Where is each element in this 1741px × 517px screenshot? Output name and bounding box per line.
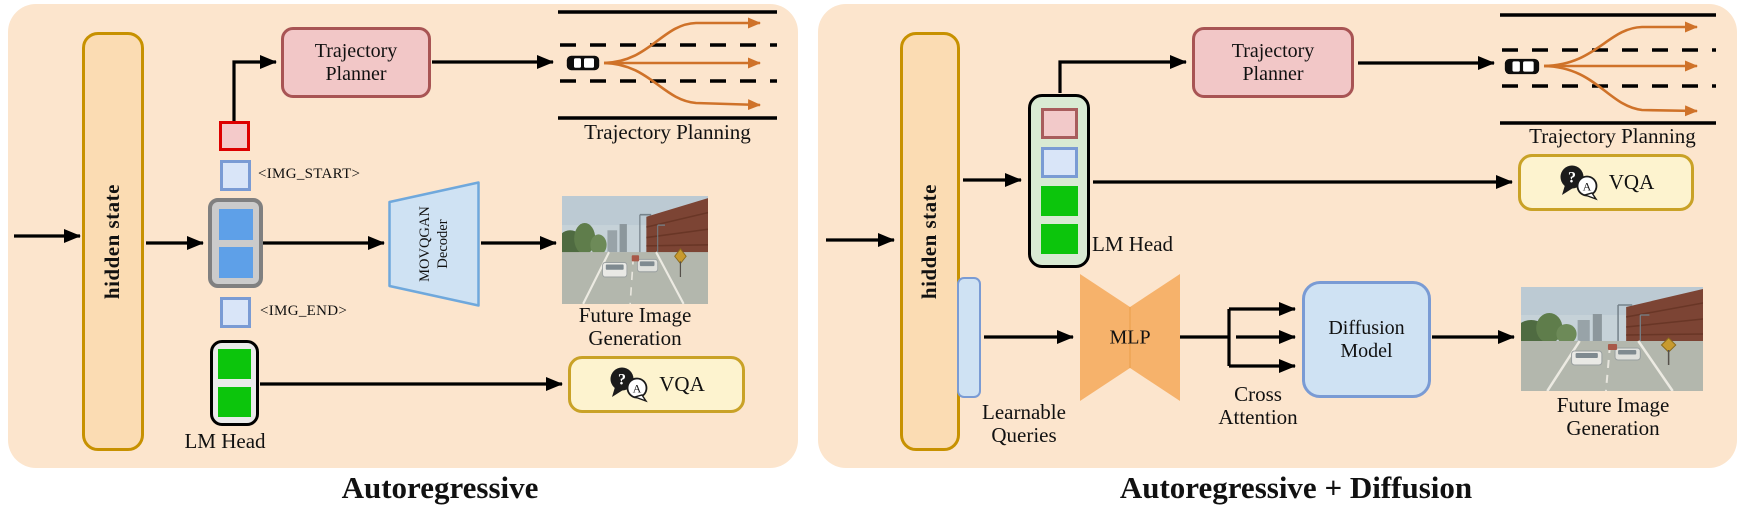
img-end-token — [220, 297, 251, 328]
question-mark: ? — [618, 372, 626, 389]
text-token — [218, 349, 251, 379]
trajectory-planner-label: Trajectory Planner — [314, 40, 398, 85]
learnable-queries-label: Learnable Queries — [982, 400, 1066, 448]
hidden-state-box-right: hidden state — [900, 32, 960, 451]
learnable-queries-box — [957, 277, 981, 398]
future-image-label-left: Future Image Generation — [578, 303, 692, 351]
caption-left: Autoregressive — [341, 470, 539, 505]
answer-letter: A — [1582, 180, 1591, 194]
future-image-label-right: Future Image Generation — [1556, 393, 1670, 441]
trajectory-planner-box-left: Trajectory Planner — [281, 27, 431, 98]
question-answer-bubbles-icon: ? A — [1560, 165, 1598, 201]
diffusion-model-box: Diffusion Model — [1302, 281, 1431, 398]
vqa-box-right: ? A VQA — [1518, 154, 1694, 211]
text-token — [1040, 186, 1078, 216]
vqa-label-right: VQA — [1608, 169, 1655, 194]
img-start-token — [220, 160, 251, 191]
img-end-label: <IMG_END> — [260, 303, 348, 319]
trajectory-planning-label-right: Trajectory Planning — [1529, 124, 1696, 148]
vqa-box-left: ? A VQA — [568, 356, 745, 413]
lm-head-box-right — [1028, 94, 1090, 268]
image-token-stack — [208, 198, 263, 288]
movqgan-decoder-label: MOVQGAN Decoder — [416, 206, 451, 282]
question-mark: ? — [1568, 170, 1576, 187]
cross-attention-label: Cross Attention — [1218, 382, 1298, 430]
hidden-state-box-left: hidden state — [82, 32, 144, 451]
image-token — [218, 208, 253, 240]
diffusion-model-label: Diffusion Model — [1328, 317, 1405, 362]
img-start-label: <IMG_START> — [258, 166, 361, 182]
trajectory-planner-box-right: Trajectory Planner — [1192, 27, 1354, 98]
image-token — [218, 246, 253, 278]
caption-right: Autoregressive + Diffusion — [1119, 470, 1473, 505]
movqgan-decoder: MOVQGAN Decoder — [388, 181, 480, 307]
hidden-state-label: hidden state — [100, 183, 125, 300]
text-token — [1040, 224, 1078, 254]
question-answer-bubbles-icon: ? A — [610, 367, 649, 403]
lm-head-label-left: LM Head — [184, 429, 266, 453]
answer-letter: A — [633, 382, 642, 396]
lm-head-box-left — [210, 340, 259, 426]
text-token — [218, 387, 251, 417]
mlp-block: MLP — [1080, 274, 1180, 401]
action-token — [219, 121, 250, 151]
lm-head-label-right: LM Head — [1092, 232, 1174, 256]
trapezoid-decoder-icon — [388, 181, 480, 307]
vqa-label-left: VQA — [659, 371, 705, 396]
hidden-state-label: hidden state — [917, 183, 942, 300]
trajectory-planning-label-left: Trajectory Planning — [584, 120, 751, 144]
action-token — [1040, 108, 1078, 139]
mlp-label: MLP — [1109, 326, 1151, 348]
trajectory-planner-label: Trajectory Planner — [1231, 40, 1315, 85]
bowtie-mlp-icon — [1080, 274, 1180, 401]
special-token — [1040, 147, 1078, 178]
